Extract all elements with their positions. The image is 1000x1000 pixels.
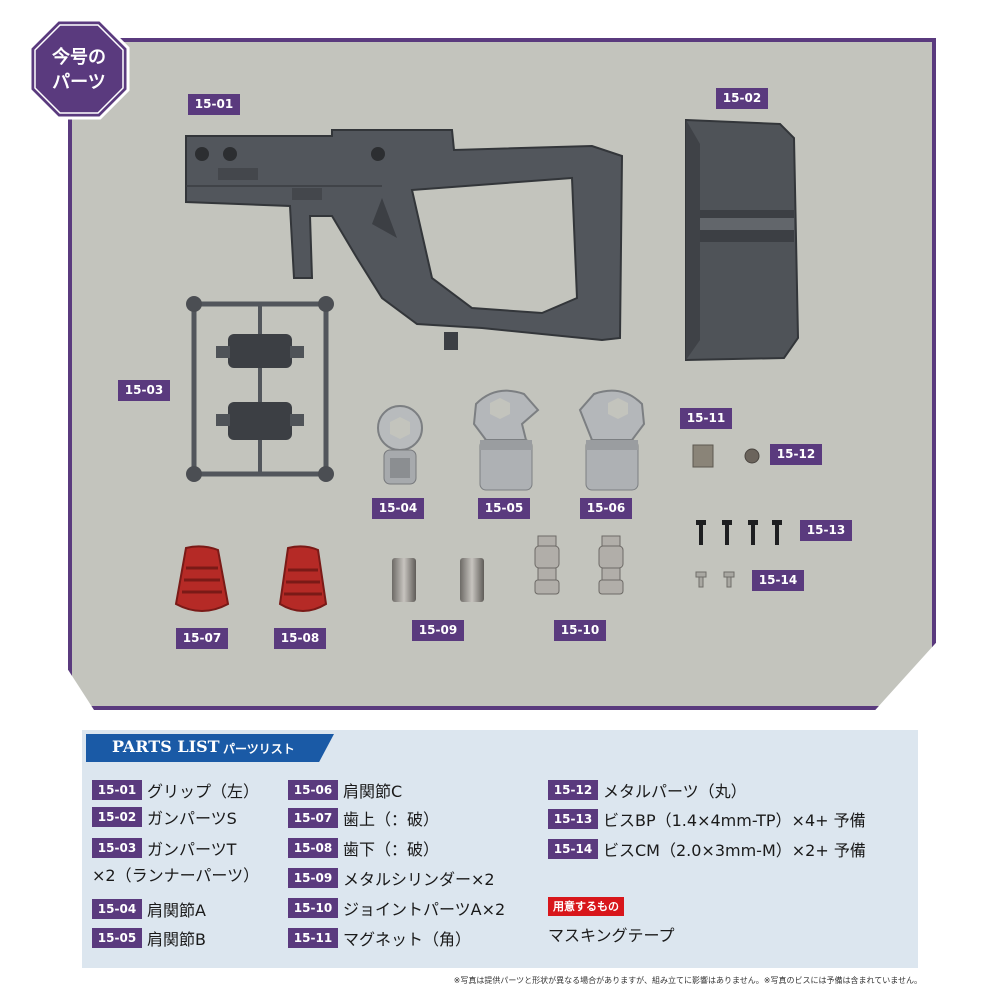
label-15-14: 15-14 — [752, 570, 804, 591]
part-name-continuation: ×2（ランナーパーツ） — [92, 866, 260, 885]
shoulder-joint-c-image — [578, 389, 646, 491]
gun-part-t-runner-image — [186, 296, 334, 482]
list-item: 15-07 歯上（：破） — [288, 806, 439, 830]
part-code: 15-04 — [92, 899, 142, 919]
part-name: ビスBP（1.4×4mm-TP）×4+ 予備 — [603, 811, 866, 830]
part-code: 15-14 — [548, 839, 598, 859]
shoulder-joint-a-image — [377, 405, 423, 485]
list-item: 15-13 ビスBP（1.4×4mm-TP）×4+ 予備 — [548, 807, 866, 831]
part-name: メタルシリンダー×2 — [343, 870, 495, 889]
part-code: 15-07 — [288, 808, 338, 828]
part-code: 15-05 — [92, 928, 142, 948]
part-code: 15-01 — [92, 780, 142, 800]
label-15-06: 15-06 — [580, 498, 632, 519]
part-name: 歯上（：破） — [343, 810, 440, 829]
label-15-07: 15-07 — [176, 628, 228, 649]
part-name: 肩関節C — [343, 782, 403, 801]
part-name: ガンパーツS — [147, 809, 237, 828]
badge-line1: 今号の — [52, 46, 106, 68]
part-code: 15-02 — [92, 807, 142, 827]
part-name: グリップ（左） — [147, 782, 260, 801]
part-name: 肩関節B — [147, 930, 206, 949]
teeth-lower-image — [278, 545, 328, 612]
this-issue-parts-badge: 今号の パーツ — [28, 18, 130, 120]
list-item: 15-06 肩関節C — [288, 778, 402, 802]
metal-cylinders-image — [392, 558, 484, 602]
part-name: ビスCM（2.0×3mm-M）×2+ 予備 — [603, 841, 866, 860]
part-code: 15-03 — [92, 838, 142, 858]
items-to-prepare-badge: 用意するもの — [548, 897, 624, 916]
part-name: ガンパーツT — [147, 840, 237, 859]
list-item: 15-05 肩関節B — [92, 926, 206, 950]
list-item: 15-09 メタルシリンダー×2 — [288, 866, 495, 890]
part-name: マグネット（角） — [343, 930, 472, 949]
list-item: 15-12 メタルパーツ（丸） — [548, 778, 747, 802]
part-code: 15-11 — [288, 928, 338, 948]
part-code: 15-12 — [548, 780, 598, 800]
part-code: 15-13 — [548, 809, 598, 829]
gun-part-s-image — [685, 118, 800, 362]
screws-cm-image — [695, 571, 735, 588]
screws-bp-image — [696, 520, 782, 545]
list-item: 15-08 歯下（：破） — [288, 836, 439, 860]
parts-list-title-ja: パーツリスト — [223, 742, 295, 756]
items-to-prepare-text: マスキングテープ — [548, 926, 675, 945]
part-name: 歯下（：破） — [343, 840, 440, 859]
label-15-09: 15-09 — [412, 620, 464, 641]
part-code: 15-06 — [288, 780, 338, 800]
list-item: 15-02 ガンパーツS — [92, 805, 237, 829]
list-item: 15-14 ビスCM（2.0×3mm-M）×2+ 予備 — [548, 837, 866, 861]
label-15-08: 15-08 — [274, 628, 326, 649]
label-15-10: 15-10 — [554, 620, 606, 641]
list-item: 15-10 ジョイントパーツA×2 — [288, 896, 505, 920]
parts-list-title-en: PARTS LIST — [112, 737, 220, 756]
joint-parts-a-image — [534, 535, 624, 595]
part-code: 15-08 — [288, 838, 338, 858]
teeth-upper-image — [174, 545, 230, 612]
list-item: 15-03 ガンパーツT — [92, 836, 236, 860]
label-15-04: 15-04 — [372, 498, 424, 519]
part-name: メタルパーツ（丸） — [603, 782, 747, 801]
metal-part-round-image — [744, 448, 760, 464]
label-15-01: 15-01 — [188, 94, 240, 115]
part-code: 15-10 — [288, 898, 338, 918]
part-name: 肩関節A — [147, 901, 206, 920]
magnet-square-image — [692, 444, 714, 468]
footnote: ※写真は提供パーツと形状が異なる場合がありますが、組み立てに影響はありません。※… — [453, 976, 922, 985]
shoulder-joint-b-image — [472, 389, 540, 491]
label-15-05: 15-05 — [478, 498, 530, 519]
part-code: 15-09 — [288, 868, 338, 888]
badge-line2: パーツ — [52, 72, 106, 93]
label-15-13: 15-13 — [800, 520, 852, 541]
label-15-12: 15-12 — [770, 444, 822, 465]
parts-list-panel — [82, 730, 918, 968]
parts-list-header: PARTS LIST パーツリスト — [86, 734, 334, 762]
label-15-02: 15-02 — [716, 88, 768, 109]
label-15-03: 15-03 — [118, 380, 170, 401]
list-item: 15-11 マグネット（角） — [288, 926, 471, 950]
list-item: 15-04 肩関節A — [92, 897, 206, 921]
label-15-11: 15-11 — [680, 408, 732, 429]
list-item: 15-01 グリップ（左） — [92, 778, 259, 802]
part-name: ジョイントパーツA×2 — [343, 900, 506, 919]
grip-left-part-image — [185, 129, 624, 350]
